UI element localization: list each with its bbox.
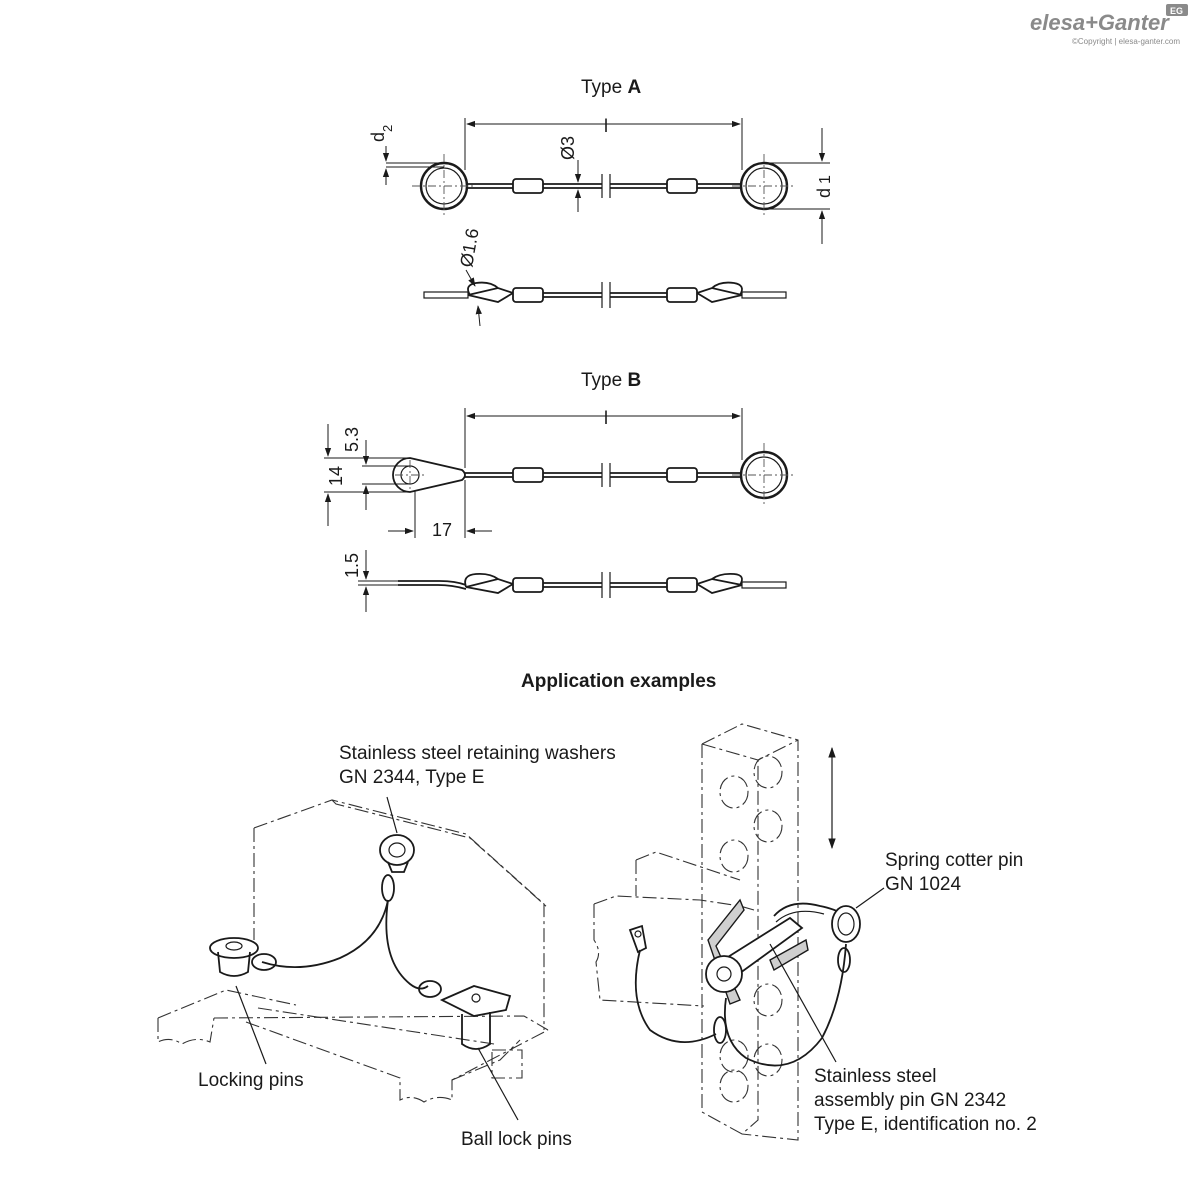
- label-cotter-line1: Spring cotter pin: [885, 850, 1023, 871]
- type-b-dim-l: l: [604, 408, 608, 428]
- brand-logo: elesa+Ganter ©Copyright | elesa-ganter.c…: [1030, 4, 1188, 46]
- type-b-side-view: 1.5: [342, 550, 787, 612]
- type-b-dim-length: 17: [432, 520, 452, 540]
- label-assembly-line3: Type E, identification no. 2: [814, 1114, 1037, 1135]
- logo-badge-text: EG: [1170, 6, 1183, 16]
- type-a-top-view: l d2 d1 Ø3: [368, 116, 834, 244]
- label-ball-lock-pins: Ball lock pins: [461, 1129, 572, 1150]
- type-b-dim-thickness: 1.5: [342, 553, 362, 578]
- type-a-side-view: Ø1.6: [423, 227, 787, 327]
- type-a-dim-wire: Ø3: [558, 136, 578, 160]
- type-a-dim-d1: d1: [814, 175, 834, 198]
- right-application-illustration: Spring cotter pin GN 1024 Stainless stee…: [593, 723, 1037, 1141]
- label-assembly-line1: Stainless steel: [814, 1066, 937, 1087]
- type-a-title: Type A: [581, 77, 641, 98]
- type-b-drawing: Type B l: [324, 370, 796, 612]
- type-a-dim-wire-side: Ø1.6: [456, 227, 482, 269]
- left-application-illustration: Stainless steel retaining washers GN 234…: [157, 743, 616, 1150]
- type-b-dim-hole: 5.3: [342, 427, 362, 452]
- copyright-text: ©Copyright | elesa-ganter.com: [1072, 37, 1180, 46]
- label-assembly-line2: assembly pin GN 2342: [814, 1090, 1006, 1111]
- logo-badge: [1166, 4, 1188, 16]
- label-washers-line1: Stainless steel retaining washers: [339, 743, 616, 764]
- type-a-drawing: Type A l: [368, 77, 834, 327]
- label-cotter-line2: GN 1024: [885, 874, 961, 895]
- application-title: Application examples: [521, 671, 716, 692]
- label-locking-pins: Locking pins: [198, 1070, 304, 1091]
- type-b-top-view: l 5.3 14 17: [324, 408, 796, 540]
- logo-text: elesa+Ganter: [1030, 10, 1170, 35]
- type-b-dim-width: 14: [326, 466, 346, 486]
- type-b-title: Type B: [581, 370, 641, 391]
- label-washers-line2: GN 2344, Type E: [339, 767, 484, 788]
- type-a-dim-d2: d2: [368, 125, 395, 142]
- type-a-dim-l: l: [604, 116, 608, 136]
